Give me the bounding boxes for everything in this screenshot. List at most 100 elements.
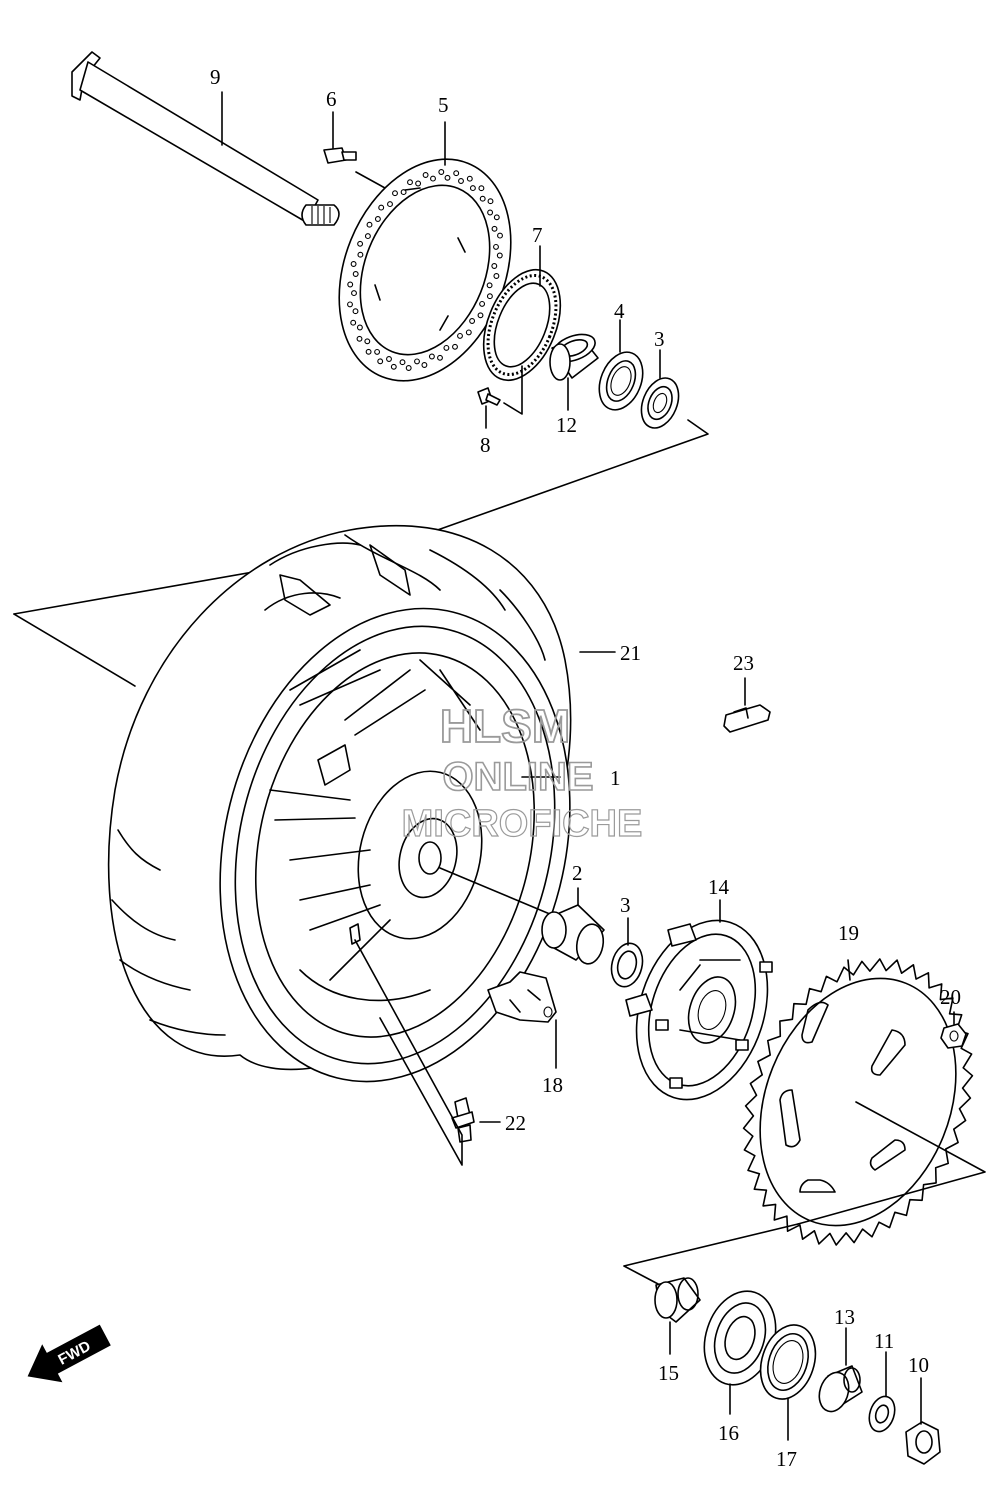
callout-10: 10 (908, 1353, 929, 1377)
callout-labels: 9 6 5 7 4 3 12 8 21 23 1 2 3 14 19 20 18… (210, 65, 961, 1471)
disc-hole (493, 243, 499, 250)
callout-17: 17 (776, 1447, 797, 1471)
disc-hole (390, 363, 397, 370)
disc-hole (356, 324, 363, 331)
part-13-spacer (818, 1327, 863, 1413)
callout-19: 19 (838, 921, 859, 945)
disc-hole (374, 348, 381, 355)
part-20-nut (940, 1011, 967, 1049)
disc-hole (478, 185, 485, 192)
callout-3-upper: 3 (654, 327, 665, 351)
disc-hole (415, 180, 422, 187)
part-1-wheel-rim (254, 649, 601, 1038)
watermark-microfiche: MICROFICHE (402, 803, 643, 845)
disc-hole (443, 344, 450, 351)
callout-9: 9 (210, 65, 221, 89)
disc-hole (469, 318, 476, 324)
fwd-arrow-icon: FWD (27, 1324, 111, 1383)
disc-hole (357, 251, 364, 258)
callout-15: 15 (658, 1361, 679, 1385)
callout-8: 8 (480, 433, 491, 457)
disc-hole (493, 214, 500, 221)
disc-hole (414, 358, 420, 365)
part-22-tire-valve (354, 939, 501, 1166)
disc-hole (356, 335, 363, 342)
part-14-sprocket-carrier (625, 899, 773, 1101)
disc-hole (378, 204, 385, 211)
part-4-oil-seal (598, 351, 644, 411)
part-19-rear-sprocket (742, 958, 986, 1246)
disc-hole (458, 178, 464, 184)
disc-hole (438, 169, 445, 175)
disc-hole (351, 290, 357, 297)
disc-hole (469, 185, 476, 192)
callout-21: 21 (620, 641, 641, 665)
disc-hole (400, 189, 407, 196)
callout-3-lower: 3 (620, 893, 631, 917)
disc-hole (452, 343, 458, 350)
assembly-line-left (13, 613, 136, 687)
disc-hole (497, 232, 503, 239)
disc-hole (421, 362, 428, 368)
part-2-spacer (541, 887, 605, 965)
callout-2: 2 (572, 861, 583, 885)
disc-hole (387, 201, 393, 208)
disc-hole (422, 172, 429, 178)
disc-hole (347, 301, 353, 308)
callout-13: 13 (834, 1305, 855, 1329)
disc-hole (457, 332, 463, 339)
part-7-abs-sensor-ring (482, 268, 562, 382)
callout-22: 22 (505, 1111, 526, 1135)
disc-hole (350, 261, 357, 267)
callout-14: 14 (708, 875, 730, 899)
callout-6: 6 (326, 87, 337, 111)
disc-hole (352, 271, 359, 277)
disc-hole (350, 319, 357, 326)
part-15-spacer (654, 1277, 701, 1355)
part-9-axle (71, 51, 340, 226)
disc-hole (486, 293, 493, 300)
disc-hole (399, 359, 406, 366)
part-12-spacer (549, 333, 599, 381)
disc-hole (392, 190, 398, 197)
disc-hole (477, 312, 484, 319)
part-11-washer (868, 1351, 896, 1433)
disc-hole (486, 282, 493, 289)
disc-hole (365, 348, 372, 355)
callout-11: 11 (874, 1329, 894, 1353)
disc-hole (466, 175, 473, 182)
watermark-hlsm: HLSM (440, 700, 570, 752)
callout-5: 5 (438, 93, 449, 117)
callout-16: 16 (718, 1421, 739, 1445)
part-23-balance-weight (723, 677, 771, 733)
assembly-line-lower (623, 1223, 799, 1286)
disc-hole (491, 225, 498, 232)
disc-hole (491, 263, 498, 269)
watermark-online: ONLINE (442, 755, 593, 799)
callout-12: 12 (556, 413, 577, 437)
callout-20: 20 (940, 985, 961, 1009)
callout-7: 7 (532, 223, 543, 247)
part-18-guard (487, 971, 557, 1069)
disc-hole (496, 252, 503, 259)
disc-hole (366, 221, 373, 228)
disc-hole (374, 216, 381, 222)
disc-hole (437, 354, 443, 361)
part-8-abs-ring-bolt (477, 365, 523, 415)
disc-hole (487, 209, 494, 216)
disc-hole (430, 175, 436, 182)
disc-hole (347, 281, 354, 288)
disc-hole (407, 179, 413, 186)
disc-hole (386, 356, 392, 362)
disc-hole (453, 170, 460, 177)
disc-hole (479, 300, 486, 307)
disc-hole (377, 358, 384, 365)
disc-hole (493, 273, 500, 279)
part-3-bearing-upper (383, 377, 709, 550)
disc-hole (428, 353, 435, 360)
disc-hole (364, 338, 371, 345)
disc-hole (465, 329, 472, 336)
disc-hole (405, 365, 412, 371)
part-17-oil-seal (759, 1324, 817, 1441)
disc-hole (444, 174, 451, 181)
